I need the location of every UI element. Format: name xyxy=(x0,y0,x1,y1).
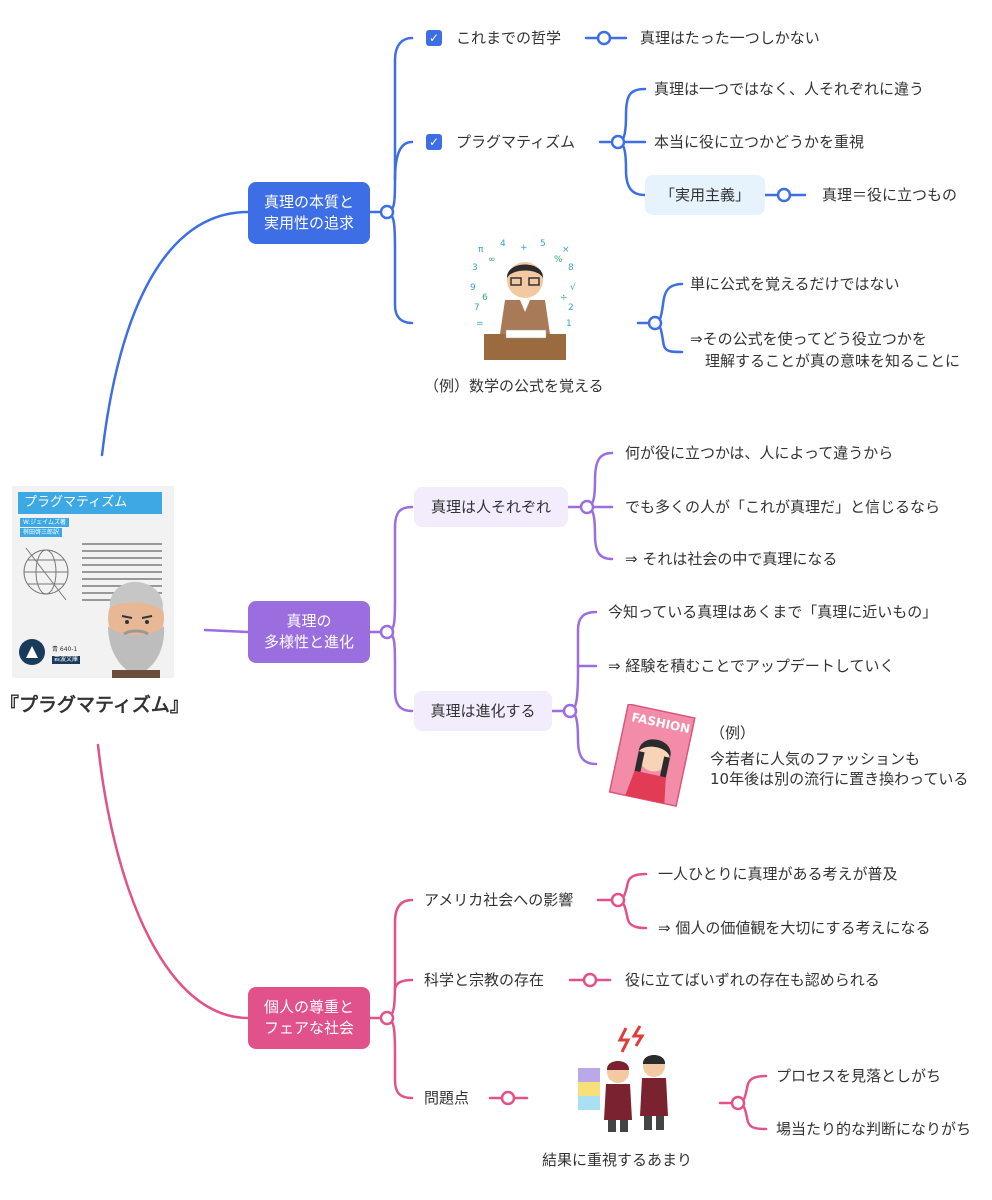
fashion-magazine-icon: FASHION xyxy=(608,704,696,807)
svg-text:7: 7 xyxy=(474,303,480,313)
sub-node-jitsuyoshugi[interactable]: 「実用主義」 xyxy=(645,175,765,215)
problem-illustration-caption: 結果に重視するあまり xyxy=(542,1151,693,1169)
detail-many-believe: でも多くの人が「これが真理だ」と信じるなら xyxy=(625,498,941,516)
svg-text:=: = xyxy=(476,319,484,329)
book-publisher: 岩波文庫 xyxy=(52,656,81,664)
detail-one-truth: 真理はたった一つしかない xyxy=(640,29,820,47)
svg-text:π: π xyxy=(478,245,484,255)
example-fashion-line2: 10年後は別の流行に置き換わっている xyxy=(710,770,969,788)
svg-text:6: 6 xyxy=(482,293,488,303)
example-math-formula-caption: （例）数学の公式を覚える xyxy=(424,377,604,395)
topic-truth-individual[interactable]: 真理は人それぞれ xyxy=(414,487,568,527)
branch-node-truth-diversity[interactable]: 真理の 多様性と進化 xyxy=(248,601,370,663)
detail-useful-differs: 何が役に立つかは、人によって違うから xyxy=(625,444,894,462)
detail-usefulness: 本当に役に立つかどうかを重視 xyxy=(654,133,865,151)
topic-past-philosophy[interactable]: これまでの哲学 xyxy=(456,29,562,47)
topic-pragmatism[interactable]: プラグマティズム xyxy=(456,133,576,151)
svg-text:+: + xyxy=(520,243,528,253)
topic-american-society[interactable]: アメリカ社会への影響 xyxy=(424,891,574,909)
svg-text:3: 3 xyxy=(472,263,478,273)
topic-science-religion[interactable]: 科学と宗教の存在 xyxy=(424,971,545,989)
book-author: W.ジェイムズ著 xyxy=(20,518,70,527)
svg-text:9: 9 xyxy=(470,283,476,293)
detail-near-truth: 今知っている真理はあくまで「真理に近いもの」 xyxy=(608,603,938,621)
william-james-portrait-icon xyxy=(108,581,165,678)
svg-text:1: 1 xyxy=(566,319,572,329)
svg-text:×: × xyxy=(562,245,570,255)
book-cover-image: プラグマティズム W.ジェイムズ著 桝田啓三郎訳 青 640-1 岩波文庫 xyxy=(12,486,174,678)
detail-becomes-social-truth: ⇒ それは社会の中で真理になる xyxy=(625,550,838,568)
connector-root-pink xyxy=(96,743,250,1020)
detail-overlook-process: プロセスを見落としがち xyxy=(776,1067,942,1085)
svg-text:%: % xyxy=(554,255,563,265)
checkbox-icon: ✓ xyxy=(426,30,442,46)
detail-truth-differs: 真理は一つではなく、人それぞれに違う xyxy=(654,80,925,98)
detail-value-individual: ⇒ 個人の価値観を大切にする考えになる xyxy=(658,919,931,937)
example-fashion-line1: 今若者に人気のファッションも xyxy=(710,750,921,768)
svg-text:4: 4 xyxy=(500,239,506,249)
student-studying-math-icon: π 4 +5 × 3 8 9 √ 7 2 = 1 ∞% 6 ÷ xyxy=(470,239,576,360)
detail-truth-equals-useful: 真理＝役に立つもの xyxy=(822,186,958,204)
svg-text:÷: ÷ xyxy=(560,293,568,303)
connector-root-blue xyxy=(100,210,250,457)
svg-text:5: 5 xyxy=(540,239,546,249)
stressed-workers-icon xyxy=(578,1025,668,1132)
globe-illustration-icon xyxy=(23,547,69,601)
branch-node-individual-respect[interactable]: 個人の尊重と フェアな社会 xyxy=(248,987,370,1049)
svg-text:2: 2 xyxy=(568,303,574,313)
detail-both-accepted: 役に立てばいずれの存在も認められる xyxy=(625,971,880,989)
publisher-logo-icon xyxy=(19,639,45,665)
detail-understand-use: ⇒その公式を使ってどう役立つかを 理解することが真の意味を知ることに xyxy=(690,330,961,370)
detail-truth-spread: 一人ひとりに真理がある考えが普及 xyxy=(658,865,898,883)
book-price: 青 640-1 xyxy=(52,646,78,653)
book-cover-title: プラグマティズム xyxy=(18,492,162,514)
svg-text:√: √ xyxy=(570,282,576,293)
detail-update-by-experience: ⇒ 経験を積むことでアップデートしていく xyxy=(608,657,895,675)
checkbox-icon: ✓ xyxy=(426,134,442,150)
topic-truth-evolves[interactable]: 真理は進化する xyxy=(414,691,552,731)
root-title: 『プラグマティズム』 xyxy=(0,694,189,716)
connector-root-purple xyxy=(203,628,250,634)
svg-text:∞: ∞ xyxy=(488,255,496,265)
detail-adhoc-judgment: 場当たり的な判断になりがち xyxy=(776,1120,972,1138)
example-label: （例） xyxy=(710,724,756,742)
detail-not-just-memorize: 単に公式を覚えるだけではない xyxy=(690,275,900,293)
book-translator: 桝田啓三郎訳 xyxy=(20,528,63,537)
svg-text:8: 8 xyxy=(568,263,574,273)
branch-node-truth-nature[interactable]: 真理の本質と 実用性の追求 xyxy=(248,182,370,244)
topic-problem[interactable]: 問題点 xyxy=(424,1089,470,1107)
